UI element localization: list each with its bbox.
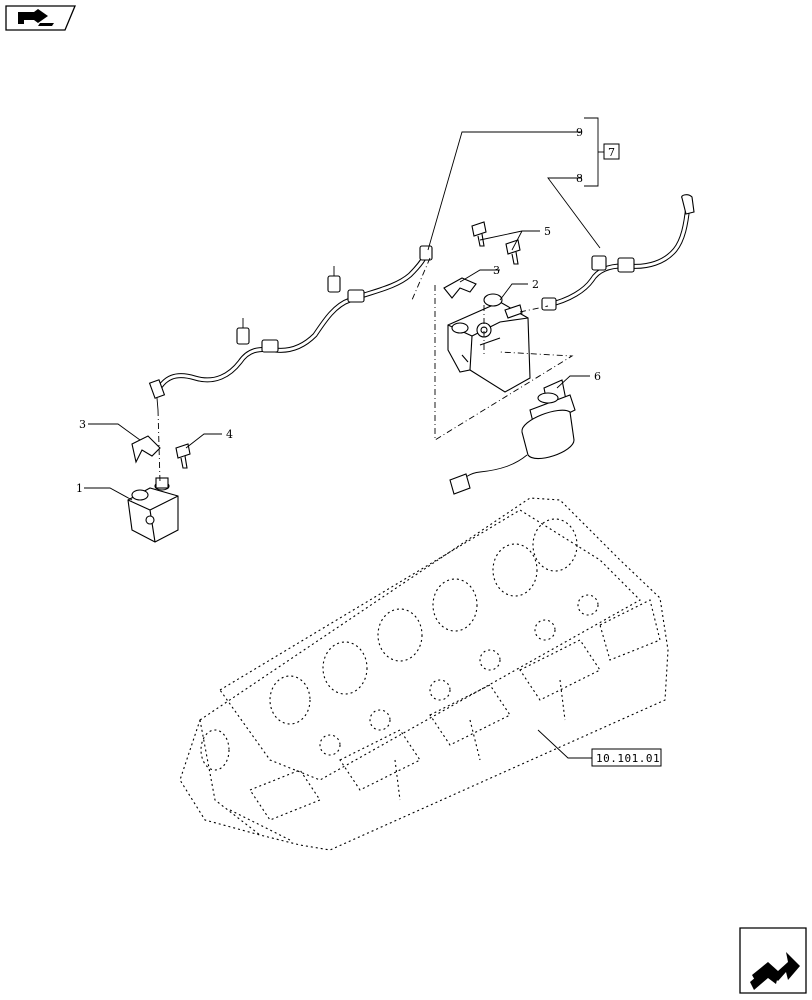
- valve-block-item-2: [447, 293, 531, 393]
- callout-3-left: 3: [79, 418, 86, 431]
- screw-item-5-b: [505, 239, 521, 265]
- callout-2: 2: [532, 278, 539, 291]
- leader-lines: [84, 117, 604, 759]
- callout-8: 8: [576, 172, 583, 185]
- previous-page-arrow-icon[interactable]: [5, 5, 76, 31]
- callout-3-right: 3: [493, 264, 500, 277]
- reference-box[interactable]: 10.101.01: [591, 748, 662, 767]
- callout-1: 1: [76, 482, 83, 495]
- callout-7: 7: [608, 146, 615, 159]
- callout-7-box: 7: [603, 143, 620, 160]
- fuel-pipe-item-8: [541, 194, 695, 311]
- assembly-lines: [157, 257, 574, 483]
- screw-item-5-a: [471, 221, 487, 247]
- reference-label: 10.101.01: [596, 752, 660, 765]
- callout-6: 6: [594, 370, 601, 383]
- cylinder-head-ghost: [179, 497, 669, 851]
- fuel-pipe-assembly: [148, 245, 433, 411]
- valve-item-1: [127, 477, 179, 543]
- solenoid-item-6: [449, 379, 576, 495]
- clip-item-3-right: [443, 277, 477, 299]
- callout-9: 9: [576, 126, 583, 139]
- callout-4: 4: [226, 428, 233, 441]
- screw-item-4: [175, 443, 191, 469]
- callout-5: 5: [544, 225, 551, 238]
- clip-item-3-left: [131, 435, 161, 464]
- next-page-arrow-icon[interactable]: [739, 927, 807, 994]
